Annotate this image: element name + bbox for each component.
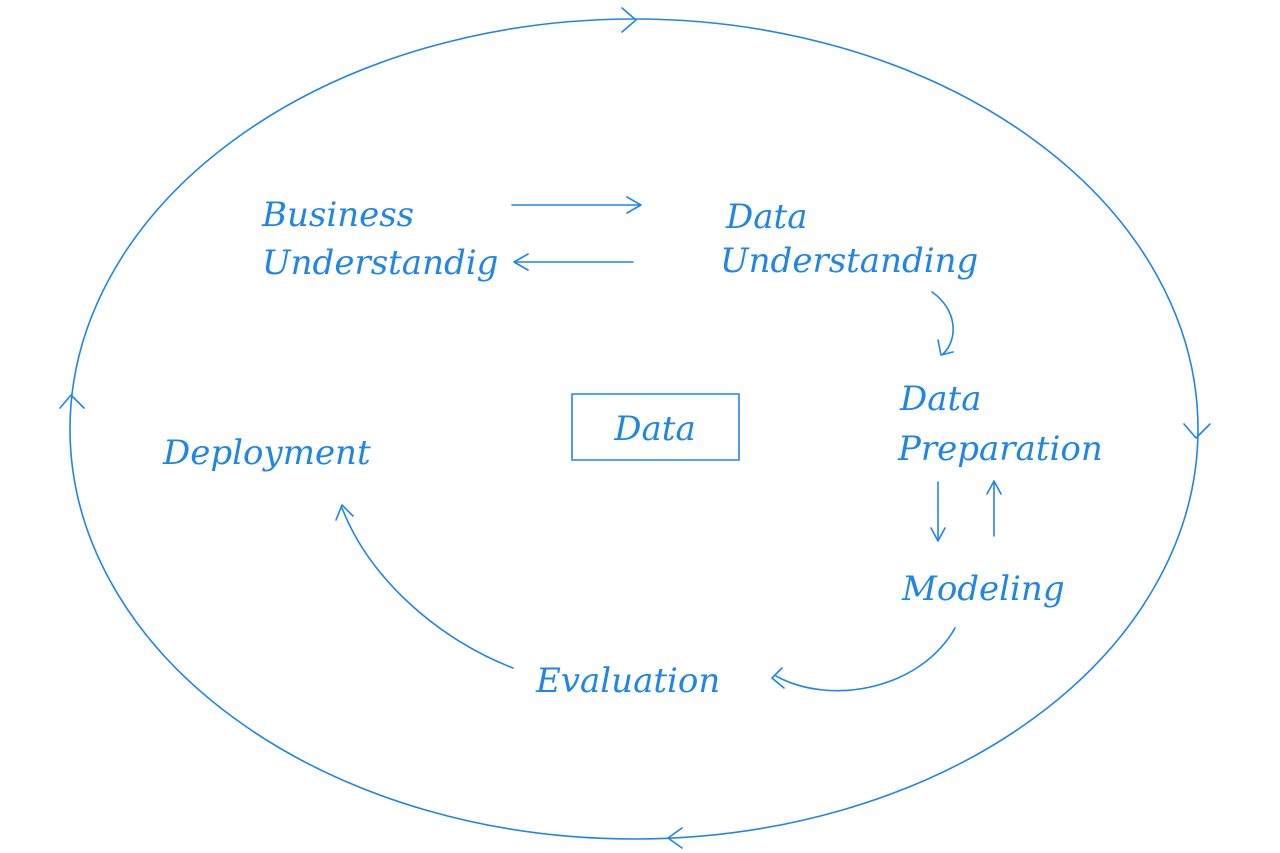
data-understanding-label: Data Understanding [720, 197, 978, 281]
modeling-label: Modeling [901, 569, 1065, 609]
deployment-label: Deployment [162, 433, 371, 473]
evaluation-label: Evaluation [535, 661, 720, 701]
outer-arrowhead-bottom [667, 827, 683, 849]
arrow-modeling-to-preparation-head [986, 480, 1002, 495]
data-understanding-line-2: Understanding [720, 241, 978, 281]
arrow-understanding-to-preparation-head [937, 339, 954, 356]
center-data-box [571, 393, 740, 461]
arrow-data-to-business-head [513, 253, 529, 271]
business-understanding-line-2: Understandig [262, 243, 498, 283]
arrow-understanding-to-preparation [931, 291, 954, 355]
data-understanding-line-1: Data [725, 197, 807, 237]
arrow-modeling-to-evaluation-head [771, 667, 785, 689]
arrow-preparation-to-modeling-head [930, 527, 946, 542]
data-preparation-line-1: Data [899, 379, 981, 419]
arrow-evaluation-to-deployment-head [335, 504, 354, 521]
outer-arrowhead-right [1183, 423, 1211, 439]
data-preparation-label: Data Preparation [897, 379, 1103, 469]
outer-arrowhead-top [621, 7, 637, 33]
business-understanding-label: Business Understandig [261, 195, 498, 283]
arrow-business-to-data-head [626, 196, 642, 214]
data-preparation-line-2: Preparation [897, 429, 1103, 469]
business-understanding-line-1: Business [261, 195, 414, 235]
arrow-modeling-to-evaluation [775, 627, 956, 692]
outer-arrowhead-left [59, 394, 85, 409]
arrow-evaluation-to-deployment [341, 507, 514, 669]
center-data-label: Data [613, 409, 695, 449]
